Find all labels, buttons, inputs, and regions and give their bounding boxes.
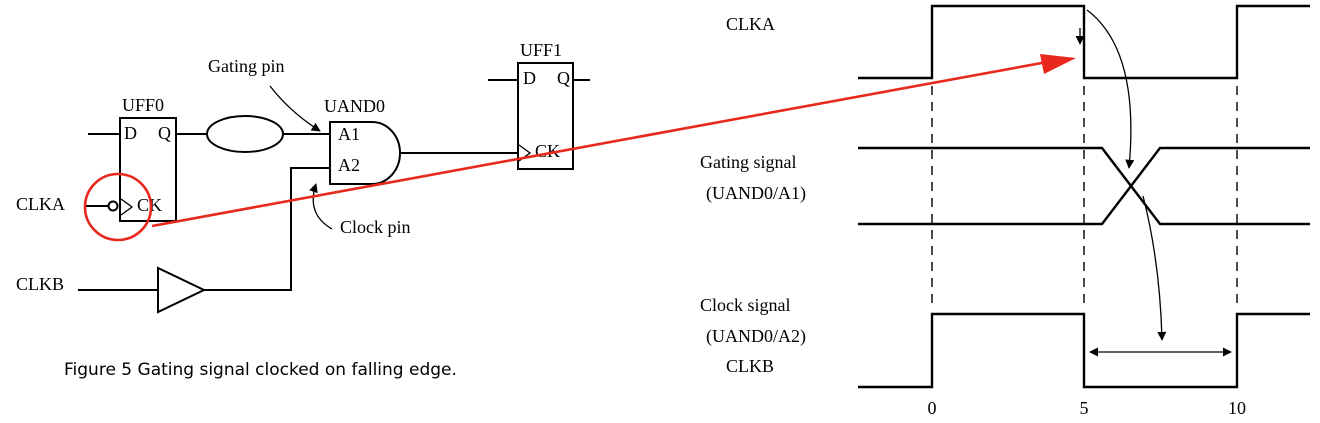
- uand0-body: [329, 121, 401, 185]
- red-annotation: [83, 54, 1076, 242]
- uff1-d-pin-label: D: [523, 68, 536, 88]
- clka-input-label: CLKA: [16, 194, 65, 214]
- uff0-d-pin-label: D: [124, 123, 137, 143]
- uand0-a2-pin-label: A2: [338, 155, 360, 175]
- clkb-input-label: CLKB: [16, 274, 64, 294]
- highlight-circle: [83, 172, 153, 242]
- highlight-line: [151, 58, 1059, 228]
- inversion-bubble: [107, 200, 119, 212]
- uff0-ck-pin-label: CK: [137, 195, 162, 215]
- clkb-buffer: [157, 266, 207, 314]
- uff0-flip-flop: UFF0 D Q CK: [88, 95, 177, 222]
- gating-pin-label: Gating pin: [208, 56, 285, 76]
- gating-pin-pointer: [269, 85, 321, 132]
- tick-label-0: 0: [928, 398, 937, 418]
- uand0-a1-pin-label: A1: [338, 124, 360, 144]
- figure-caption: Figure 5 Gating signal clocked on fallin…: [64, 360, 457, 380]
- gating-to-clock-arrow: [1142, 195, 1167, 341]
- uff1-q-pin-label: Q: [557, 68, 570, 88]
- clka-waveform-label: CLKA: [726, 14, 775, 34]
- gating-signal-label-line2: (UAND0/A1): [706, 183, 806, 204]
- clock-signal-label-line1: Clock signal: [700, 295, 791, 315]
- clka-to-gating-arrow: [1086, 9, 1135, 169]
- uff0-q-pin-label: Q: [158, 123, 171, 143]
- uff1-flip-flop: UFF1 D Q CK: [488, 40, 590, 170]
- tick-label-10: 10: [1228, 398, 1246, 418]
- clock-signal-label-line2: (UAND0/A2): [706, 326, 806, 347]
- uff1-box: [517, 62, 574, 170]
- gating-signal-label-line1: Gating signal: [700, 152, 797, 172]
- red-arrowhead: [1040, 54, 1076, 74]
- clka-waveform: [858, 4, 1310, 80]
- clock-pin-pointer: [309, 183, 333, 230]
- timing-diagram: CLKA Gating signal (UAND0/A1) Clock sign…: [700, 4, 1310, 418]
- uff0-label: UFF0: [122, 95, 164, 115]
- gating-latch-ellipse: [206, 115, 284, 153]
- uand0-label: UAND0: [324, 96, 385, 116]
- clock-signal-waveform: [858, 312, 1310, 389]
- uff0-clock-triangle: [120, 198, 134, 216]
- clock-pin-label: Clock pin: [340, 217, 411, 237]
- uand0-and-gate: UAND0 A1 A2: [324, 96, 401, 185]
- schematic: UFF0 D Q CK CLKA UAND0 A1 A2 Gating pin …: [16, 40, 590, 380]
- clock-signal-label-line3: CLKB: [726, 356, 774, 376]
- gating-signal-rising-trace: [858, 146, 1310, 226]
- a2-input-wire: [204, 167, 330, 291]
- uff1-label: UFF1: [520, 40, 562, 60]
- tick-label-5: 5: [1080, 398, 1089, 418]
